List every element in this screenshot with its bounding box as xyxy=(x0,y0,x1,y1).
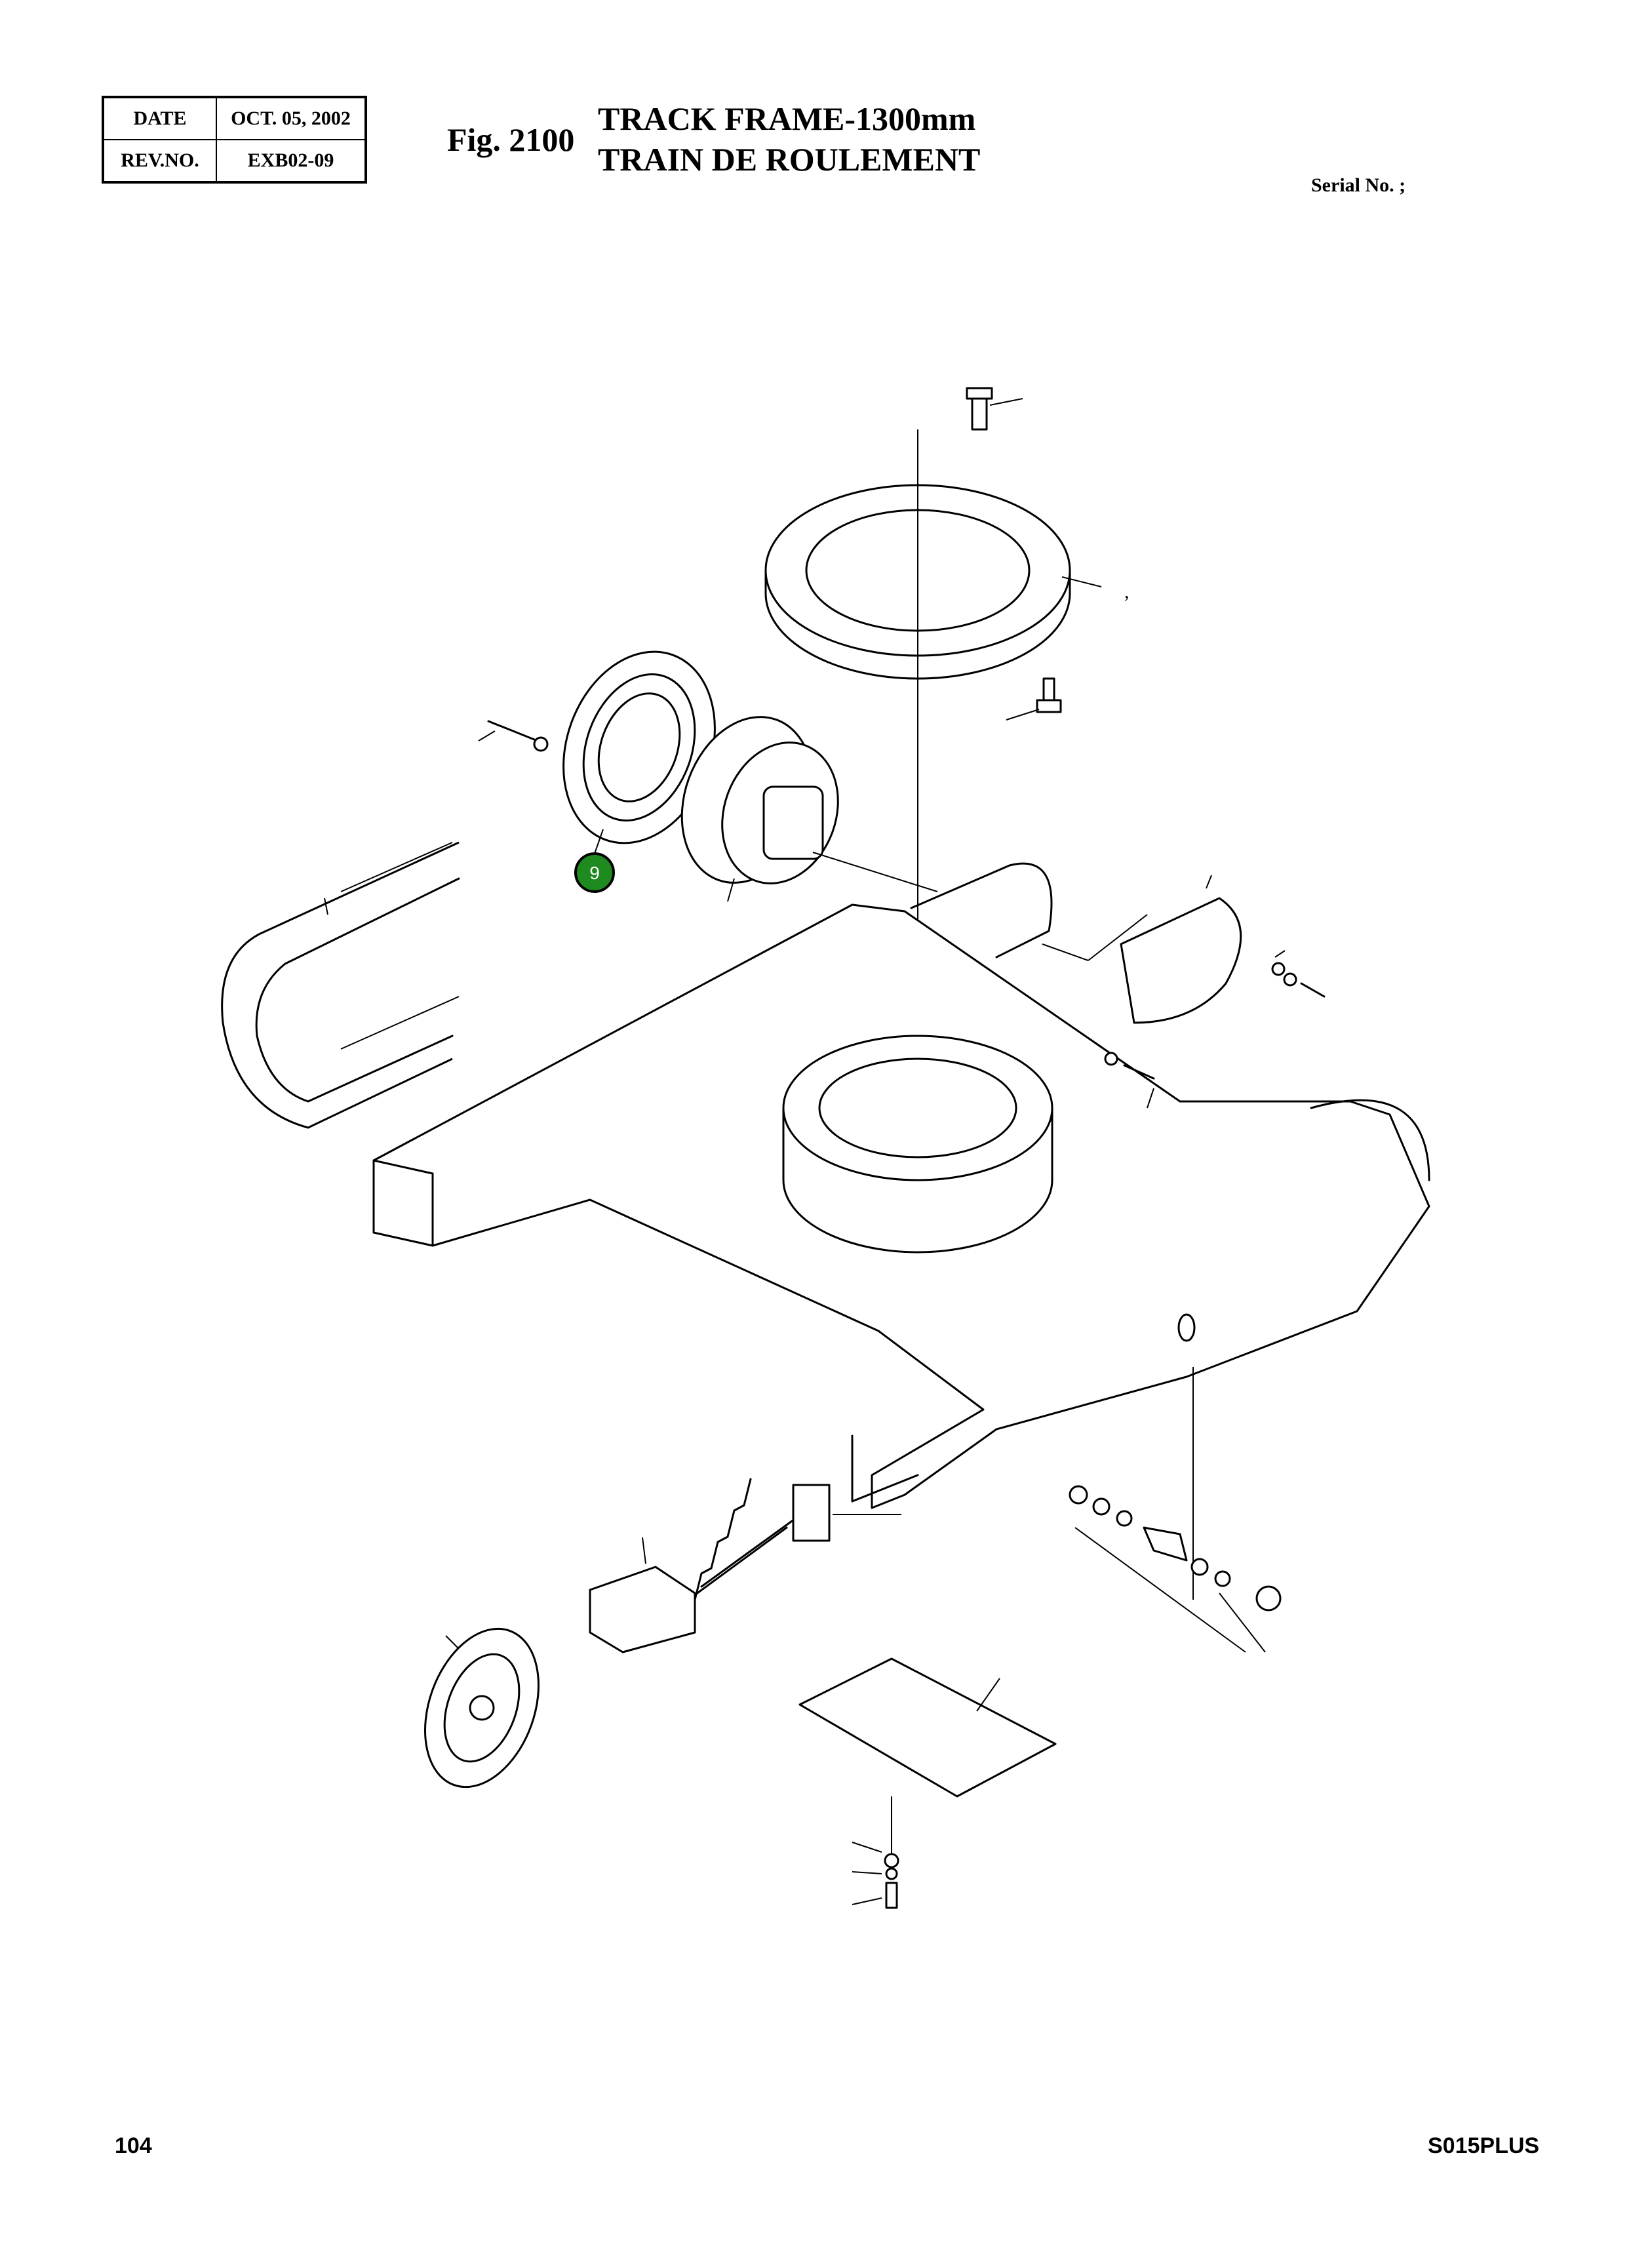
callout-marker-9[interactable]: 9 xyxy=(574,829,615,893)
track-frame xyxy=(372,862,1430,1600)
rev-value: EXB02-09 xyxy=(216,139,366,183)
date-value: OCT. 05, 2002 xyxy=(216,96,366,140)
ring-bolt xyxy=(1006,677,1062,721)
serial-number-label: Serial No. ; xyxy=(1311,174,1406,196)
cover-bolt-set xyxy=(1271,950,1326,998)
title-french: TRAIN DE ROULEMENT xyxy=(598,141,981,178)
revision-info-table: DATE OCT. 05, 2002 REV.NO. EXB02-09 xyxy=(102,96,367,184)
bottom-bolt-set xyxy=(852,1796,899,1909)
callout-number: 9 xyxy=(589,863,600,883)
stray-mark: , xyxy=(1124,581,1130,603)
idler-bracket xyxy=(589,1537,696,1653)
travel-motor xyxy=(680,716,938,902)
grease-fitting-set xyxy=(1069,1485,1282,1653)
drive-sprocket xyxy=(562,650,716,844)
track-adjuster-spring xyxy=(687,1478,901,1601)
swing-bearing-ring xyxy=(764,484,1102,680)
sprocket-bolt xyxy=(478,720,549,752)
model-name: S015PLUS xyxy=(1428,2133,1540,2158)
top-bolt xyxy=(966,387,1023,431)
motor-cover xyxy=(1042,875,1242,1024)
page-number: 104 xyxy=(115,2133,152,2158)
front-idler xyxy=(424,1627,540,1789)
date-label: DATE xyxy=(102,96,217,140)
figure-number: Fig. 2100 xyxy=(447,121,575,158)
rubber-track xyxy=(221,841,460,1129)
bottom-cover-plate xyxy=(798,1657,1057,1798)
frame-bolt xyxy=(1104,1052,1155,1109)
rev-label: REV.NO. xyxy=(102,139,217,183)
title-english: TRACK FRAME-1300mm xyxy=(598,100,976,137)
